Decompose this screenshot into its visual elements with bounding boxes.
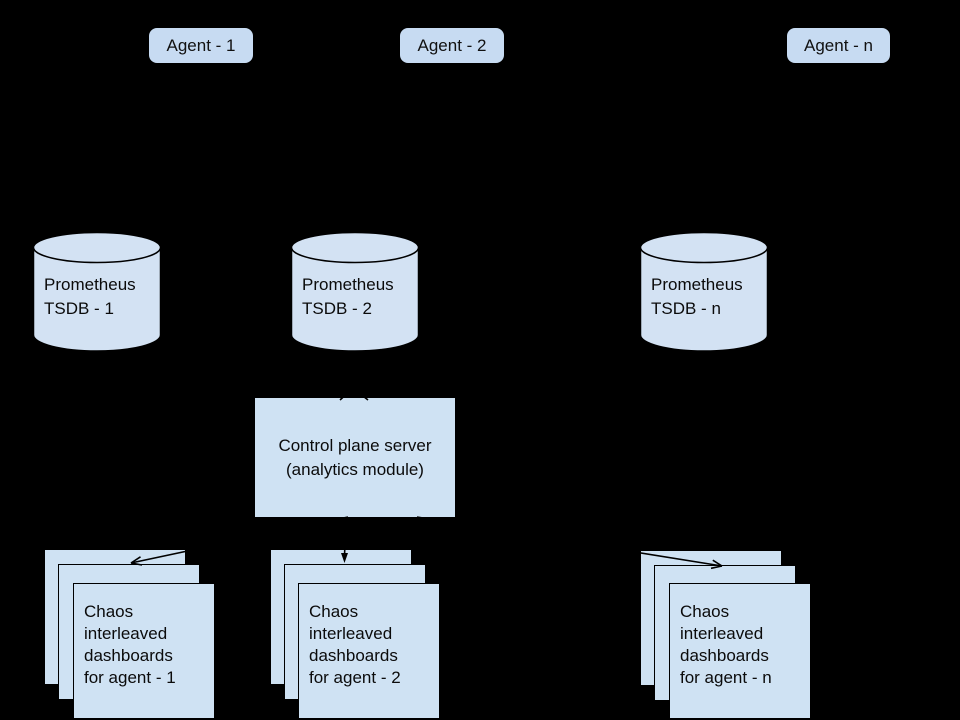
tsdb-node-n: Prometheus TSDB - n [639,231,769,353]
control-plane-node: Control plane server (analytics module) [255,398,455,517]
dashboard-card-front: Chaos interleaved dashboards for agent -… [73,583,215,719]
agent-node-2-label: Agent - 2 [417,35,487,55]
database-cylinder-icon [290,231,420,352]
tsdb-node-2: Prometheus TSDB - 2 [290,231,420,353]
database-cylinder-icon [639,231,769,352]
agent-node-n: Agent - n [787,28,890,63]
dashboard-card-front: Chaos interleaved dashboards for agent -… [298,583,440,719]
tsdb-node-2-label: Prometheus TSDB - 2 [302,275,394,318]
agent-node-2: Agent - 2 [400,28,504,63]
tsdb-node-n-label: Prometheus TSDB - n [651,275,743,318]
database-cylinder-icon [32,231,162,352]
agent-node-1-label: Agent - 1 [166,35,236,55]
dashboard-card-front: Chaos interleaved dashboards for agent -… [669,583,811,719]
dashboard-stack-1-label: Chaos interleaved dashboards for agent -… [84,602,176,687]
dashboard-stack-n-label: Chaos interleaved dashboards for agent -… [680,602,772,687]
agent-node-1: Agent - 1 [149,28,253,63]
tsdb-node-1-label: Prometheus TSDB - 1 [44,275,136,318]
tsdb-node-1: Prometheus TSDB - 1 [32,231,162,353]
dashboard-stack-2-label: Chaos interleaved dashboards for agent -… [309,602,401,687]
control-plane-label: Control plane server (analytics module) [278,435,432,479]
agent-node-n-label: Agent - n [804,35,873,55]
